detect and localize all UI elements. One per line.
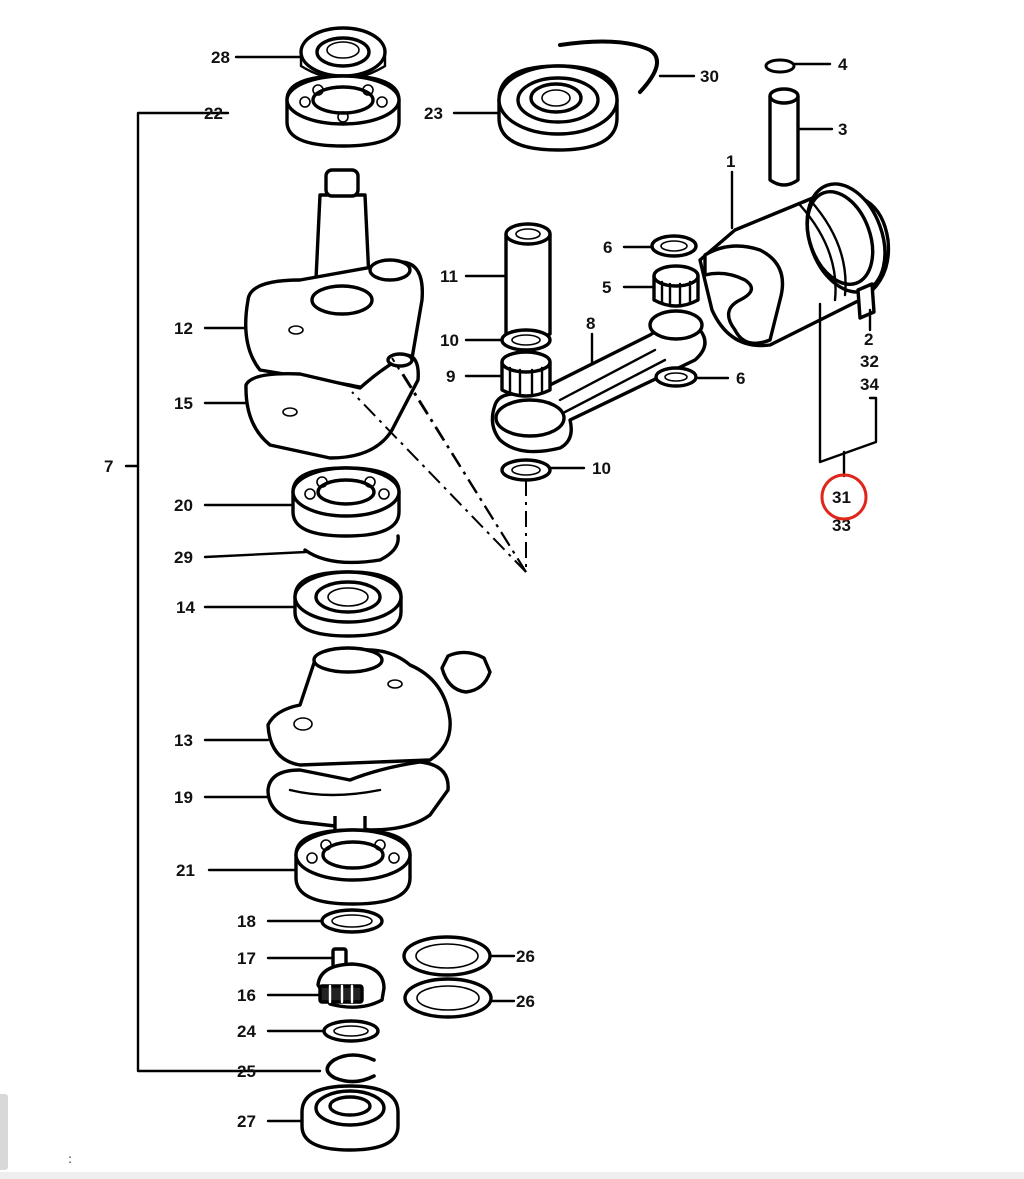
callout-24: 24 <box>237 1022 256 1041</box>
callout-4: 4 <box>838 55 848 74</box>
callout-9: 9 <box>446 367 455 386</box>
part-1-piston <box>698 182 891 348</box>
callout-10-bottom: 10 <box>592 459 611 478</box>
callout-25: 25 <box>237 1062 256 1081</box>
part-19-lower-crank-weight <box>266 760 450 838</box>
bracket-7 <box>124 111 322 1073</box>
callout-11: 11 <box>440 267 458 286</box>
callout-12: 12 <box>174 319 193 338</box>
part-23-oil-seal <box>497 64 619 152</box>
part-26-shim-lower <box>403 977 493 1019</box>
part-12-upper-crank-shaft <box>244 168 425 390</box>
piston-kit-bracket <box>818 302 878 478</box>
part-3-piston-pin <box>768 87 800 187</box>
part-22-bearing <box>285 74 401 148</box>
bottom-bar <box>0 1172 1024 1179</box>
callout-3: 3 <box>838 120 847 139</box>
callout-27: 27 <box>237 1112 256 1131</box>
part-6-thrust-washer-bottom <box>654 366 698 388</box>
callout-6-bottom: 6 <box>736 369 745 388</box>
scrollbar-handle[interactable] <box>0 1094 8 1170</box>
part-26-shim-upper <box>402 935 492 977</box>
part-25-circlip <box>325 1053 376 1084</box>
callout-31: 31 <box>832 488 851 507</box>
callout-19: 19 <box>174 788 193 807</box>
callout-26-top: 26 <box>516 947 535 966</box>
part-27-oil-seal <box>300 1084 400 1152</box>
callout-15: 15 <box>174 394 193 413</box>
callout-8: 8 <box>586 314 595 333</box>
part-9-needle-bearing <box>500 350 552 398</box>
part-13-lower-crank-web <box>266 646 492 767</box>
callout-13: 13 <box>174 731 193 750</box>
part-20-bearing <box>291 466 401 538</box>
callout-34: 34 <box>860 375 879 394</box>
callout-30: 30 <box>700 67 719 86</box>
callout-26-bottom: 26 <box>516 992 535 1011</box>
part-10-washer-bottom <box>500 458 552 482</box>
part-16-gear <box>316 962 386 1009</box>
callout-2: 2 <box>864 330 873 349</box>
callout-28: 28 <box>211 48 230 67</box>
part-8-connecting-rod <box>490 309 707 454</box>
part-30-circlip <box>558 39 660 94</box>
part-15-upper-crank-weight <box>244 352 420 460</box>
callout-21: 21 <box>176 861 195 880</box>
ellipsis-indicator: : <box>68 1152 73 1166</box>
callout-33: 33 <box>832 516 851 535</box>
highlight-circle-31 <box>820 473 868 521</box>
callout-29: 29 <box>174 548 193 567</box>
callout-1: 1 <box>726 152 735 171</box>
part-10-washer-top <box>500 328 552 352</box>
part-11-crank-pin <box>504 222 552 342</box>
callout-7: 7 <box>104 457 113 476</box>
callout-20: 20 <box>174 496 193 515</box>
callout-labels: 28 22 23 30 4 3 1 6 5 8 6 11 10 9 10 2 3… <box>104 48 879 1131</box>
callout-32: 32 <box>860 352 879 371</box>
part-29-ring <box>303 534 400 565</box>
part-28-oil-seal <box>299 26 387 81</box>
leader-lines <box>203 55 834 1123</box>
part-24-washer <box>322 1019 380 1043</box>
callout-6-top: 6 <box>603 238 612 257</box>
callout-10-top: 10 <box>440 331 459 350</box>
part-18-washer <box>320 908 384 934</box>
part-21-bearing <box>294 828 412 906</box>
callout-23: 23 <box>424 104 443 123</box>
callout-17: 17 <box>237 949 256 968</box>
callout-18: 18 <box>237 912 256 931</box>
callout-5: 5 <box>602 278 611 297</box>
part-6-thrust-washer-top <box>650 234 698 258</box>
assembly-lines <box>351 357 527 573</box>
part-4-circlip <box>764 58 796 74</box>
callout-16: 16 <box>237 986 256 1005</box>
callout-22: 22 <box>204 104 223 123</box>
part-5-needle-bearing <box>652 264 700 308</box>
callout-14: 14 <box>176 598 195 617</box>
part-14-oil-seal <box>293 570 403 638</box>
